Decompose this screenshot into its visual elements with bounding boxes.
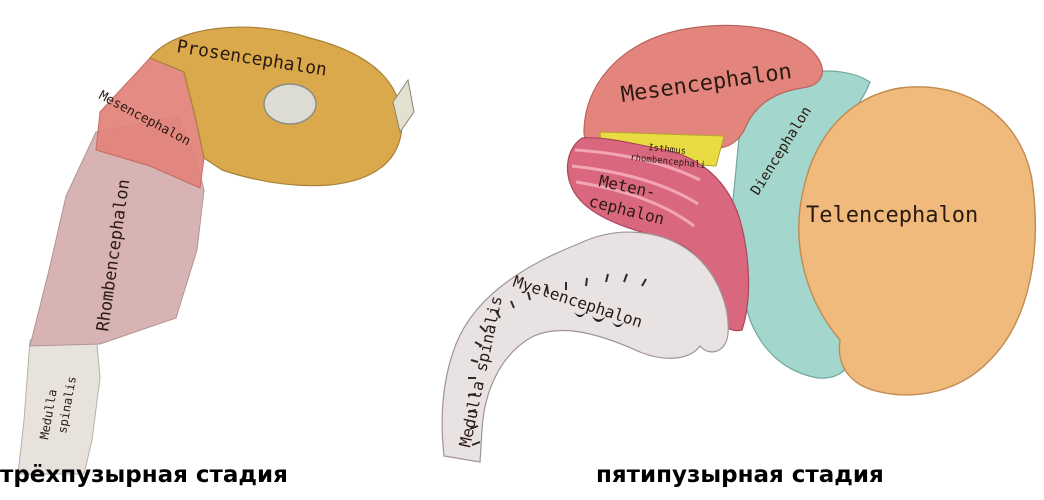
optic-vesicle-shape	[264, 84, 316, 124]
three-vesicle-diagram: Prosencephalon Mesencephalon Rhombenceph…	[18, 27, 414, 474]
caption-three-vesicle-stage: трёхпузырная стадия	[0, 462, 288, 488]
medulla-region	[18, 332, 100, 474]
five-vesicle-diagram: Mesencephalon Isthmus rhombencephali Die…	[442, 25, 1035, 462]
caption-five-vesicle-stage: пятипузырная стадия	[596, 462, 884, 488]
label-telencephalon: Telencephalon	[806, 203, 978, 228]
